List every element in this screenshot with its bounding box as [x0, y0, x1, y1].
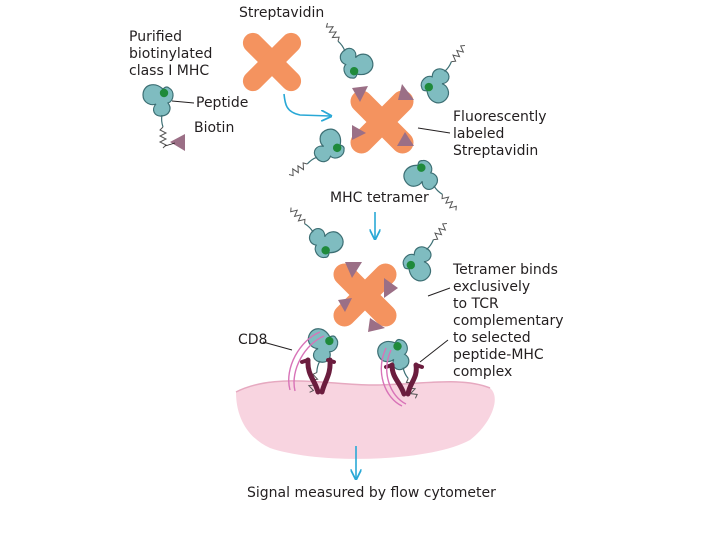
mhc-tetramer-bound: [282, 194, 463, 406]
assembly-arrow: [283, 93, 330, 116]
tcr-left: [300, 357, 336, 395]
biotin-label: Biotin: [194, 120, 235, 136]
purified-mhc-label: Purified biotinylated class I MHC: [129, 29, 213, 79]
mhc-tetramer-label: MHC tetramer: [330, 190, 429, 206]
cell-membrane: [236, 380, 495, 459]
streptavidin-label: Streptavidin: [239, 5, 325, 21]
streptavidin-icon: [242, 32, 302, 92]
biotin-icon: [170, 134, 185, 151]
mhc-tetramer-top: [278, 12, 481, 224]
signal-label: Signal measured by flow cytometer: [247, 485, 496, 501]
tetramer-binds-label: Tetramer binds exclusively to TCR comple…: [453, 262, 564, 380]
peptide-label: Peptide: [196, 95, 249, 111]
biotinylated-mhc-icon: [142, 84, 195, 151]
tcr-right: [384, 362, 424, 397]
cd8-left: [288, 331, 325, 392]
fluorescent-streptavidin-label: Fluorescently labeled Streptavidin: [453, 109, 547, 159]
cd8-label: CD8: [238, 332, 268, 348]
cd8-right: [380, 347, 407, 407]
